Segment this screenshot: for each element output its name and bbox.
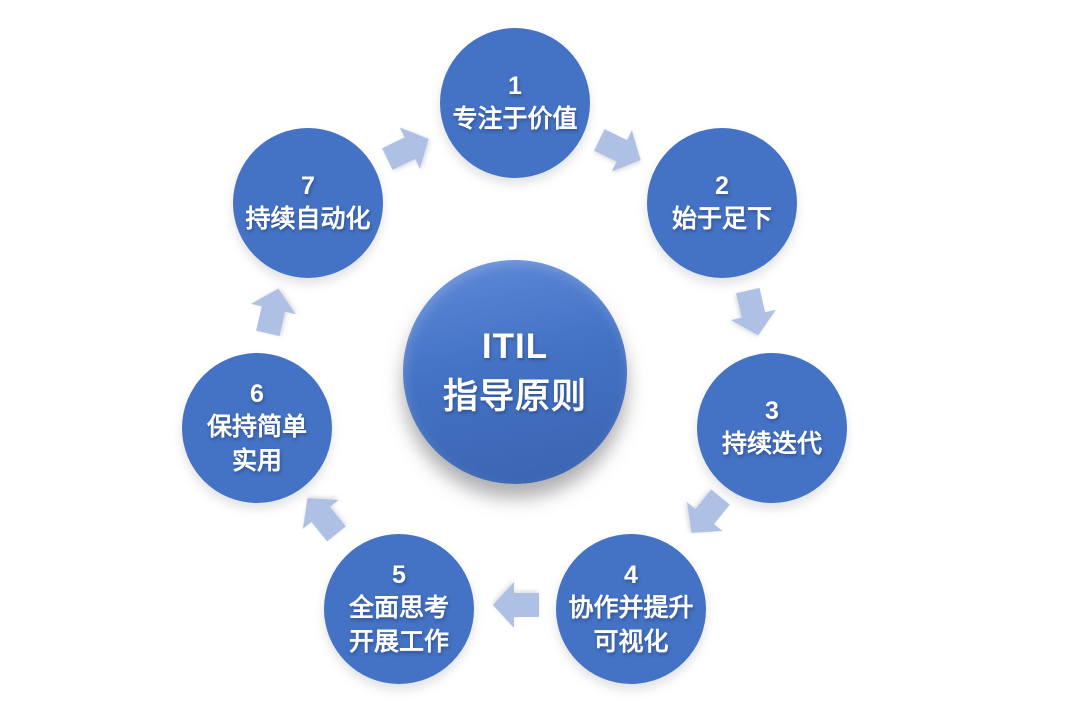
principle-node-2: 2 始于足下 <box>647 128 797 278</box>
arrow-6-to-7-icon <box>243 283 302 339</box>
principle-number: 7 <box>301 171 315 200</box>
principle-label-line2: 可视化 <box>593 627 669 656</box>
principle-label-line2: 开展工作 <box>348 627 449 656</box>
principle-node-7: 7 持续自动化 <box>233 128 383 278</box>
principle-label-line1: 持续迭代 <box>721 430 822 458</box>
principle-label-line1: 保持简单 <box>206 413 307 442</box>
principle-number: 2 <box>715 171 729 200</box>
arrow-5-to-6-icon <box>288 482 356 549</box>
arrow-3-to-4-icon <box>672 481 740 548</box>
principle-node-3: 3 持续迭代 <box>697 353 847 503</box>
arrow-2-to-3-icon <box>723 285 782 341</box>
principle-number: 1 <box>508 71 522 100</box>
principle-number: 6 <box>250 379 264 408</box>
arrow-1-to-2-icon <box>588 117 651 182</box>
principle-node-6: 6 保持简单 实用 <box>182 353 332 503</box>
principle-label-line1: 始于足下 <box>671 205 772 233</box>
principle-label-line1: 持续自动化 <box>245 205 371 233</box>
principle-label-line1: 协作并提升 <box>568 594 694 623</box>
center-circle: ITIL 指导原则 <box>403 260 627 484</box>
arrow-7-to-1-icon <box>376 116 439 181</box>
principle-number: 4 <box>624 560 638 589</box>
principle-label-line1: 专注于价值 <box>452 105 578 133</box>
arrow-4-to-5-icon <box>493 580 539 630</box>
principle-number: 3 <box>765 396 779 425</box>
principle-node-1: 1 专注于价值 <box>440 28 590 178</box>
principle-label-line1: 全面思考 <box>348 594 449 623</box>
principle-label-line2: 实用 <box>231 446 282 475</box>
center-title-line2: 指导原则 <box>442 377 587 416</box>
principle-number: 5 <box>392 560 406 589</box>
principle-node-4: 4 协作并提升 可视化 <box>556 534 706 684</box>
principle-node-5: 5 全面思考 开展工作 <box>324 534 474 684</box>
center-title-line1: ITIL <box>481 327 549 367</box>
